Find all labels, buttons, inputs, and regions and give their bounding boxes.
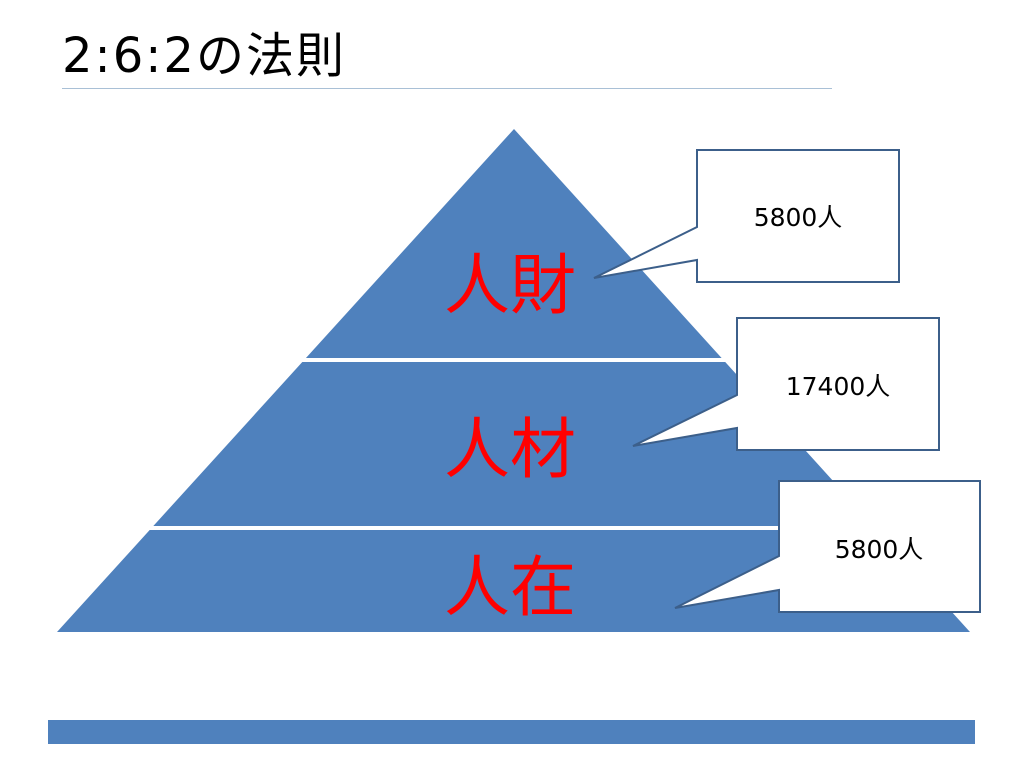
- tier-divider-top: [290, 358, 740, 362]
- tier-divider-bottom: [140, 526, 900, 530]
- callout-top: 5800人: [593, 149, 900, 283]
- tier-label-bottom: 人在: [444, 549, 576, 626]
- callout-bottom-shape: [674, 480, 981, 613]
- slide-title: 2:6:2の法則: [62, 28, 346, 84]
- callout-bottom: 5800人: [674, 480, 981, 613]
- tier-label-middle: 人材: [444, 411, 576, 488]
- callout-top-count: 5800人: [754, 203, 843, 232]
- callout-middle: 17400人: [632, 317, 940, 451]
- title-underline: [62, 88, 832, 89]
- tier-label-top: 人財: [444, 247, 576, 324]
- footer-bar: [48, 720, 975, 744]
- callout-top-shape: [593, 149, 900, 283]
- pyramid-shape: [57, 129, 970, 632]
- callout-middle-shape: [632, 317, 940, 451]
- callout-bottom-count: 5800人: [835, 535, 924, 564]
- callout-middle-count: 17400人: [786, 372, 891, 401]
